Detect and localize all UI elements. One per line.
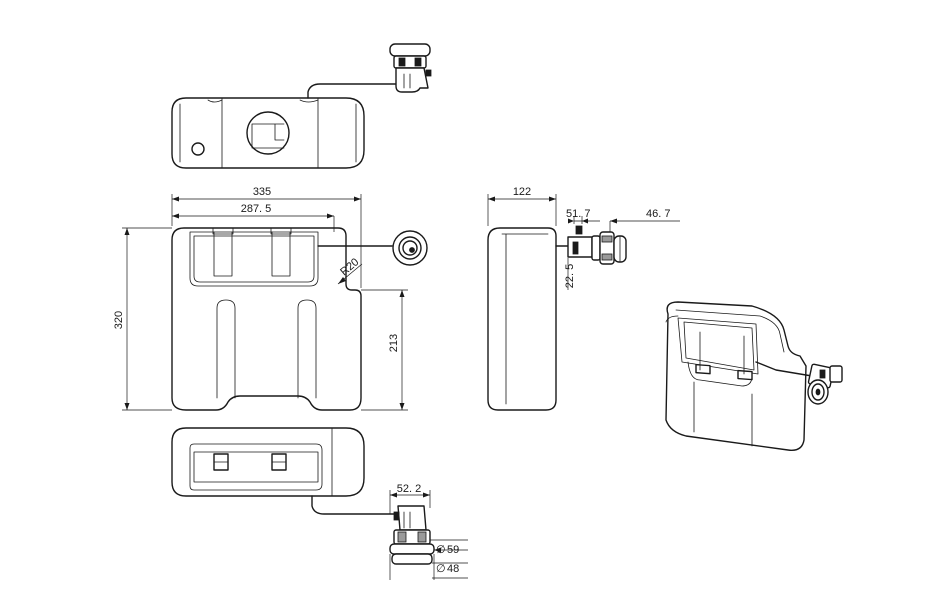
front-view — [171, 227, 393, 411]
dim-320: 320 — [113, 311, 125, 329]
dim-59: 59 — [447, 544, 459, 556]
bottom-dimensions — [389, 490, 468, 580]
diameter-symbol-48: ∅ — [436, 563, 446, 575]
dim-52-2: 52. 2 — [397, 483, 421, 495]
front-round-button-icon — [392, 230, 428, 266]
side-dimensions — [487, 194, 680, 290]
bottom-push-button-icon — [389, 505, 435, 565]
dim-287-5: 287. 5 — [241, 203, 272, 215]
side-view — [487, 227, 571, 411]
dim-122: 122 — [513, 186, 531, 198]
front-dimensions — [122, 194, 408, 411]
isometric-view — [665, 301, 813, 451]
dim-22-5: 22. 5 — [564, 264, 576, 288]
bottom-view — [171, 427, 399, 515]
top-view — [171, 83, 399, 169]
dim-48: 48 — [447, 563, 459, 575]
dim-213: 213 — [388, 334, 400, 352]
dim-51-7: 51. 7 — [566, 208, 590, 220]
dim-46-7: 46. 7 — [646, 208, 670, 220]
isometric-button-icon — [807, 363, 843, 405]
dim-335: 335 — [253, 186, 271, 198]
dim-r20: R20 — [338, 256, 361, 278]
side-push-button-icon — [567, 225, 627, 265]
top-push-button-icon — [389, 43, 432, 93]
diameter-symbol-59: ∅ — [436, 544, 446, 556]
